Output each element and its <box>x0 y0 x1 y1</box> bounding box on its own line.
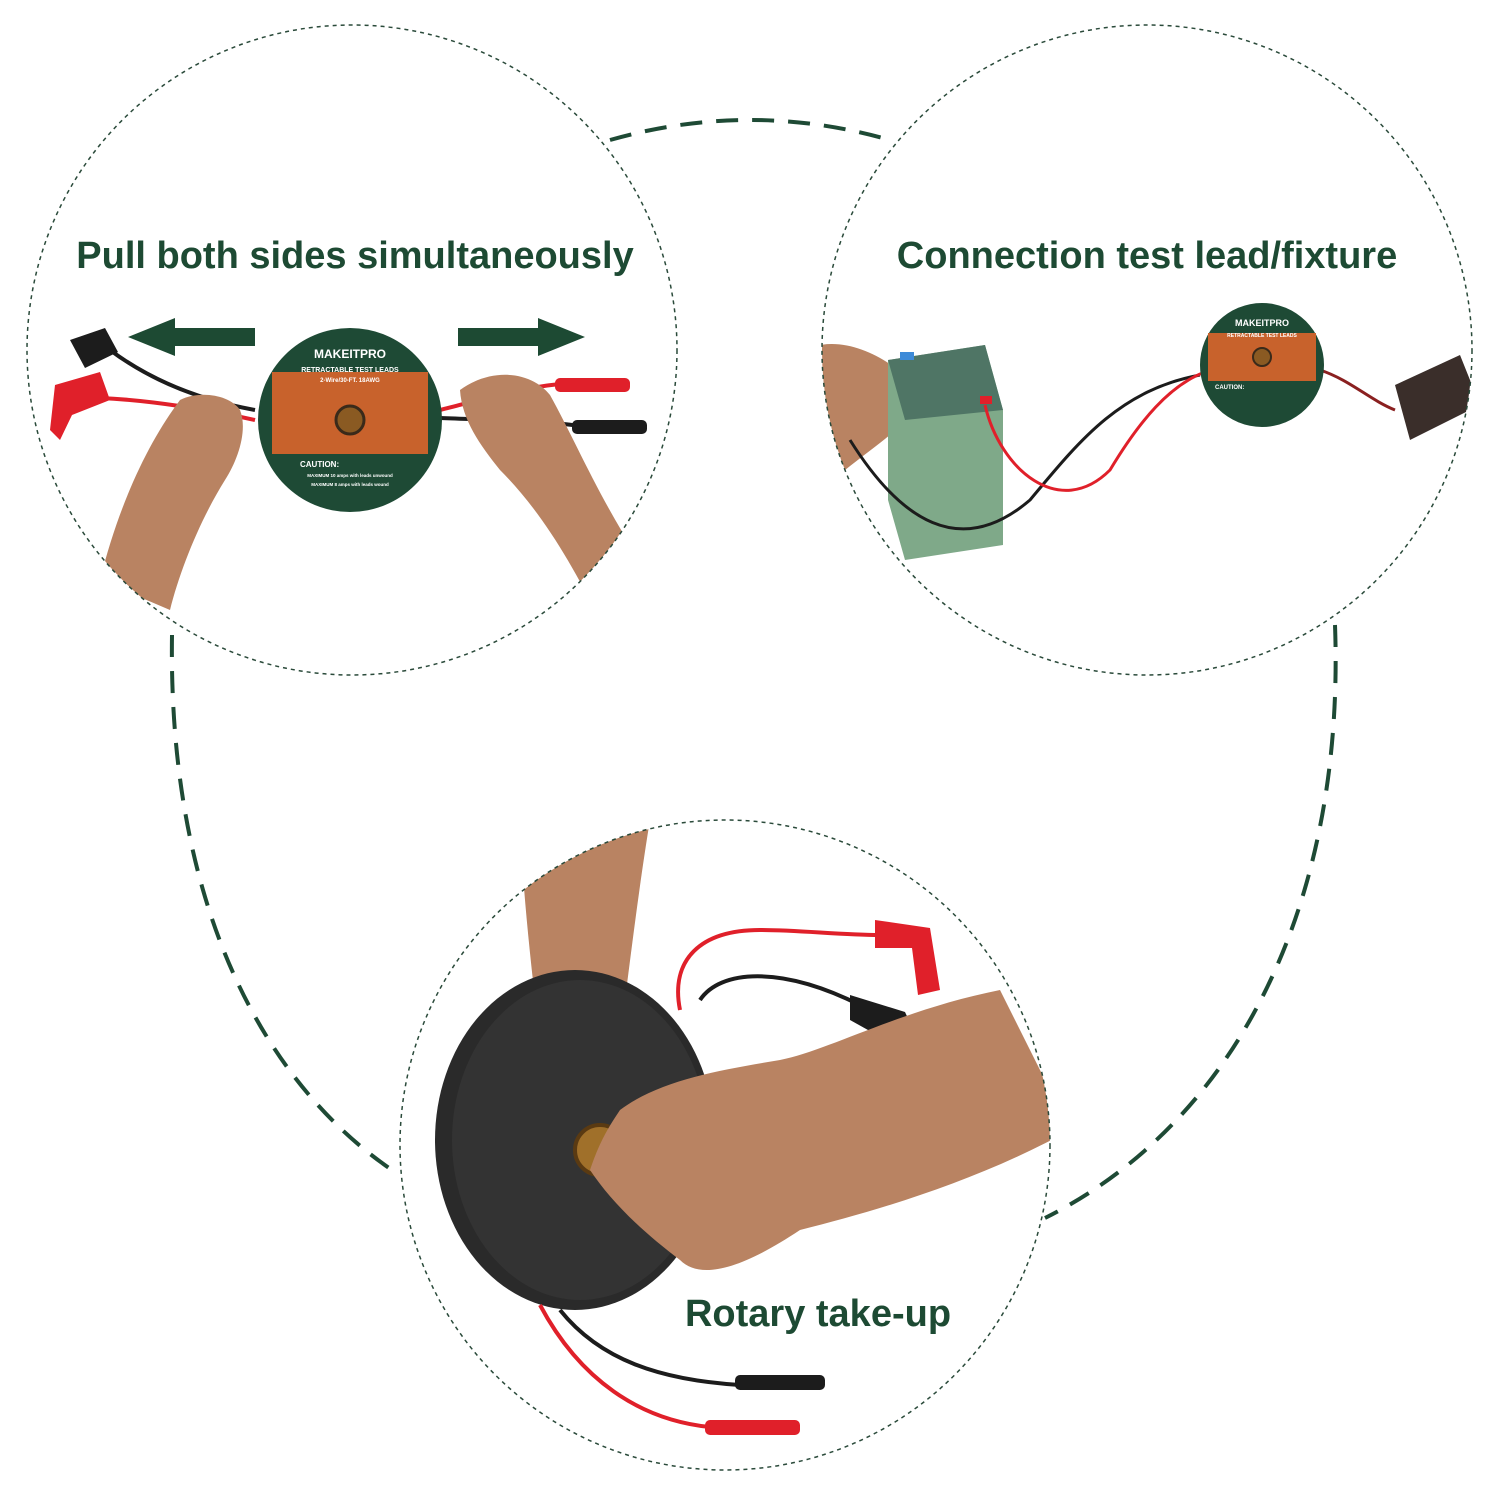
red-plug-right <box>555 378 630 392</box>
reel-spec: 2-Wire/30-FT. 18AWG <box>320 378 380 384</box>
black-wire <box>848 373 1201 531</box>
black-lead-bottom <box>558 1308 741 1387</box>
connector-top <box>609 118 891 142</box>
reel-small-title: RETRACTABLE TEST LEADS <box>1227 333 1297 339</box>
reel-front: MAKEITPRO RETRACTABLE TEST LEADS 2-Wire/… <box>258 328 442 512</box>
panel-rotate-border <box>399 819 1051 1471</box>
panel-connect-caption: Connection test lead/fixture <box>897 235 1397 277</box>
panel-rotate-caption: Rotary take-up <box>685 1293 951 1335</box>
connector-right <box>1044 624 1338 1220</box>
reel-small: MAKEITPRO RETRACTABLE TEST LEADS CAUTION… <box>1200 303 1324 427</box>
black-plug-bottom <box>735 1375 825 1390</box>
panel-pull-border <box>26 24 678 676</box>
red-plug-left <box>50 372 110 440</box>
left-arrow-icon <box>128 318 255 356</box>
reel-caution: CAUTION: <box>300 460 339 469</box>
panel-pull-caption: Pull both sides simultaneously <box>76 235 633 277</box>
red-lead-bottom <box>538 1304 711 1429</box>
rotate-photo <box>435 820 1050 1435</box>
turning-hand <box>590 990 1050 1270</box>
reel-max-unwound: MAXIMUM 10 amps with leads unwound <box>307 473 393 478</box>
panel-pull: MAKEITPRO RETRACTABLE TEST LEADS 2-Wire/… <box>26 24 678 676</box>
panel-connect: MAKEITPRO RETRACTABLE TEST LEADS CAUTION… <box>821 24 1473 676</box>
reel-small-brand: MAKEITPRO <box>1235 318 1289 328</box>
red-wire <box>983 370 1206 492</box>
reel-title: RETRACTABLE TEST LEADS <box>301 367 399 374</box>
black-plug-right <box>572 420 647 434</box>
wire-to-meter <box>1319 368 1396 412</box>
reel-brand: MAKEITPRO <box>314 347 386 361</box>
pull-photo: MAKEITPRO RETRACTABLE TEST LEADS 2-Wire/… <box>50 328 647 620</box>
battery <box>888 345 1003 560</box>
red-plug-top <box>875 920 940 995</box>
red-lead-top <box>676 927 881 1011</box>
black-lead-top <box>698 974 861 1007</box>
connector-dashes <box>169 118 1338 1220</box>
right-hand <box>460 374 640 620</box>
panel-rotate: Rotary take-up <box>399 819 1051 1471</box>
black-plug-left <box>70 328 118 368</box>
left-hand <box>100 394 243 610</box>
red-plug-bottom <box>705 1420 800 1435</box>
reel-small-caution: CAUTION: <box>1215 385 1244 391</box>
connector-left <box>169 634 394 1172</box>
reel-max-wound: MAXIMUM 8 amps with leads wound <box>311 482 389 487</box>
connect-photo: MAKEITPRO RETRACTABLE TEST LEADS CAUTION… <box>822 303 1472 560</box>
right-arrow-icon <box>458 318 585 356</box>
multimeter <box>1395 355 1472 440</box>
panel-connect-border <box>821 24 1473 676</box>
